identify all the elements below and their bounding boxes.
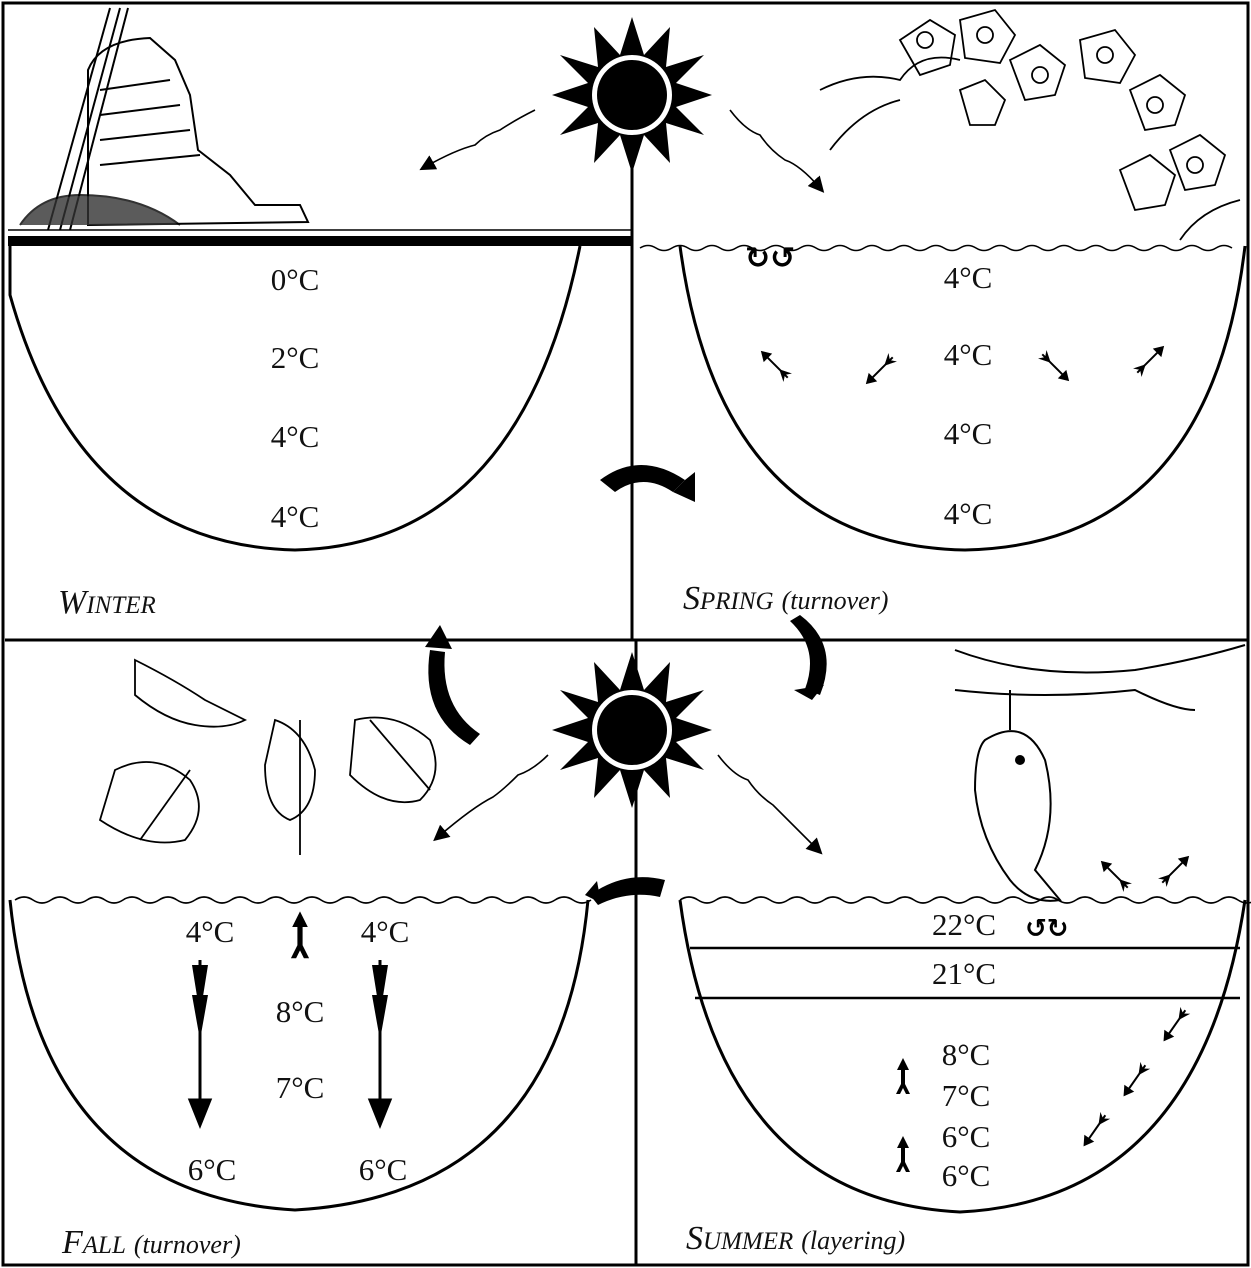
water-surface [640, 246, 1232, 251]
sun-icon [552, 652, 712, 808]
fall-temp: 7°C [276, 1070, 325, 1105]
season-label-spring: SPRING(turnover) [683, 580, 888, 617]
svg-text:↺↻: ↺↻ [1025, 914, 1069, 944]
ski-boot-illustration [20, 8, 308, 230]
water-surface [680, 897, 1251, 903]
svg-text:↻↺: ↻↺ [745, 241, 795, 276]
winter-temp-surface: 0°C [271, 262, 320, 297]
winter-temp-bottom: 4°C [271, 499, 320, 534]
fall-temp: 4°C [361, 914, 410, 949]
ice-layer [8, 236, 632, 246]
leaves-illustration [100, 660, 436, 855]
season-label-fall: FALL(turnover) [61, 1224, 241, 1261]
spring-temp: 4°C [944, 260, 993, 295]
sun-icon [552, 17, 712, 173]
spring-temp: 4°C [944, 496, 993, 531]
fall-temp: 8°C [276, 994, 325, 1029]
summer-temp-epilimnion: 22°C [932, 907, 996, 942]
season-label-summer: SUMMER(layering) [686, 1220, 905, 1257]
spring-temp: 4°C [944, 337, 993, 372]
season-label-winter: WINTER [58, 584, 156, 621]
summer-temp: 6°C [942, 1119, 991, 1154]
fall-temp: 4°C [186, 914, 235, 949]
fall-temp: 6°C [188, 1152, 237, 1187]
summer-temp: 6°C [942, 1158, 991, 1193]
summer-temp: 8°C [942, 1037, 991, 1072]
flowers-illustration [820, 10, 1240, 240]
outer-frame [3, 3, 1248, 1265]
summer-temp-thermocline: 21°C [932, 956, 996, 991]
fall-temp: 6°C [359, 1152, 408, 1187]
fish-illustration [955, 645, 1245, 901]
winter-temp: 4°C [271, 419, 320, 454]
summer-temp: 7°C [942, 1078, 991, 1113]
water-surface [15, 897, 591, 903]
spring-temp: 4°C [944, 416, 993, 451]
winter-temp: 2°C [271, 340, 320, 375]
